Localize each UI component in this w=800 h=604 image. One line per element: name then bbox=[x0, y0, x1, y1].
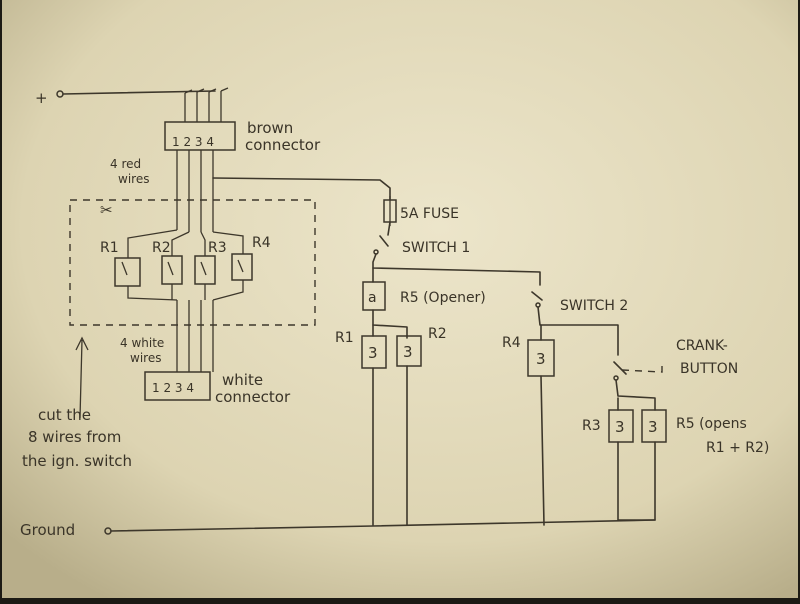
relay-enclosure bbox=[69, 199, 316, 326]
fuse-label: 5A FUSE bbox=[400, 206, 459, 222]
relay-input-wiring bbox=[127, 229, 244, 258]
ground-bus bbox=[110, 519, 656, 532]
crank-button-label-2: BUTTON bbox=[680, 361, 738, 377]
coil-r5-mark: 3 bbox=[648, 418, 658, 436]
scissors-icon: ✂ bbox=[100, 201, 113, 219]
coil-r3-mark: 3 bbox=[615, 418, 625, 436]
r1-r2-ground-wires bbox=[372, 365, 408, 526]
fuse-to-switch1 bbox=[387, 221, 391, 236]
fuse-feed-wire bbox=[212, 177, 391, 201]
relay-r1-label: R1 bbox=[100, 240, 119, 256]
coil-r1-mark: 3 bbox=[368, 344, 378, 362]
switch1-blade bbox=[379, 235, 389, 247]
relay-r4 bbox=[231, 253, 253, 281]
plus-label: + bbox=[35, 89, 48, 107]
wire-hooks bbox=[184, 87, 229, 94]
r5-contact-mark: a bbox=[368, 290, 377, 306]
crank-actuator-link bbox=[621, 364, 663, 373]
relay-r4-label: R4 bbox=[252, 235, 271, 251]
switch2-output-wire bbox=[537, 306, 619, 356]
cut-note-2: 8 wires from bbox=[28, 428, 121, 446]
crank-button-label-1: CRANK- bbox=[676, 338, 728, 354]
coil-r1 bbox=[361, 335, 387, 369]
switch2-blade bbox=[531, 291, 543, 301]
red-wires-label-2: wires bbox=[118, 172, 149, 186]
coil-r4-mark: 3 bbox=[536, 350, 546, 368]
relay-output-wiring bbox=[127, 280, 244, 301]
white-wires-label-2: wires bbox=[130, 351, 161, 365]
relay-r3-label: R3 bbox=[208, 240, 227, 256]
cut-arrow bbox=[75, 336, 89, 419]
ground-label: Ground bbox=[20, 521, 75, 539]
red-wires bbox=[176, 150, 214, 232]
relay-r2-label: R2 bbox=[152, 240, 171, 256]
white-connector-label-1: white bbox=[222, 371, 263, 389]
r3-r5-wires bbox=[617, 397, 656, 521]
coil-r2-mark: 3 bbox=[403, 343, 413, 361]
coil-r2-label: R2 bbox=[428, 326, 447, 342]
white-connector-label-2: connector bbox=[215, 388, 291, 406]
switch1-label: SWITCH 1 bbox=[402, 240, 470, 256]
crank-output-wire bbox=[615, 379, 656, 411]
coil-r4-label: R4 bbox=[502, 335, 521, 351]
brown-connector-pins: 1 2 3 4 bbox=[172, 135, 214, 149]
supply-wires bbox=[184, 91, 222, 122]
relay-contacts bbox=[121, 259, 244, 276]
r5-output-wire bbox=[372, 309, 408, 339]
white-wires-label-1: 4 white bbox=[120, 336, 164, 350]
r4-wires bbox=[540, 324, 545, 526]
r5-opener-label: R5 (Opener) bbox=[400, 290, 486, 306]
brown-connector-label-1: brown bbox=[247, 119, 293, 137]
brown-connector-label-2: connector bbox=[245, 136, 321, 154]
cut-note-3: the ign. switch bbox=[22, 452, 132, 470]
white-wires bbox=[176, 300, 214, 372]
coil-r1-label: R1 bbox=[335, 330, 354, 346]
r5-opens-label-2: R1 + R2) bbox=[706, 440, 769, 456]
white-connector-pins: 1 2 3 4 bbox=[152, 381, 194, 395]
cut-note-1: cut the bbox=[38, 406, 91, 424]
relay-r5-opener bbox=[362, 281, 386, 311]
coil-r3-label: R3 bbox=[582, 418, 601, 434]
switch2-label: SWITCH 2 bbox=[560, 298, 628, 314]
coil-r5 bbox=[641, 409, 667, 443]
coil-r3 bbox=[608, 409, 634, 443]
r5-opens-label-1: R5 (opens bbox=[676, 416, 747, 432]
red-wires-label-1: 4 red bbox=[110, 157, 141, 171]
white-connector bbox=[144, 371, 211, 401]
coil-r2 bbox=[396, 335, 422, 367]
crank-switch-blade bbox=[613, 361, 627, 375]
brown-connector bbox=[164, 121, 236, 151]
